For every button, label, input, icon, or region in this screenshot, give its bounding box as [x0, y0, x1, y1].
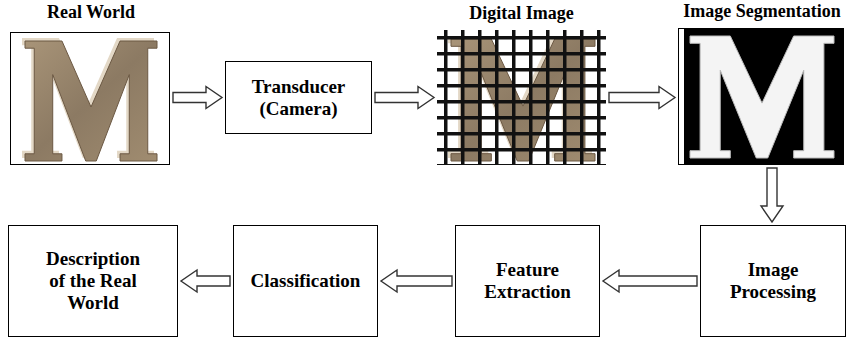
- pixel-grid: [437, 30, 606, 165]
- image-panel: Real World: [10, 32, 170, 165]
- flow-arrow: [381, 270, 452, 292]
- letter-m-figure: [22, 38, 157, 161]
- flow-arrow: [173, 87, 222, 109]
- box-label: Classification: [251, 270, 361, 292]
- panel-heading: Real World: [47, 3, 135, 23]
- box-label: Feature Extraction: [478, 259, 578, 303]
- process-box: Classification: [233, 225, 378, 337]
- segmented-m-figure: [678, 28, 844, 165]
- process-box: Feature Extraction: [455, 225, 600, 337]
- panel-heading: Image Segmentation: [683, 2, 840, 22]
- process-box: Description of the Real World: [8, 225, 178, 337]
- image-panel: Digital Image: [437, 30, 606, 165]
- box-label: Image Processing: [723, 259, 823, 303]
- digitized-m-figure: [437, 30, 606, 165]
- flow-arrow: [181, 270, 230, 292]
- box-label: Transducer (Camera): [243, 76, 355, 120]
- image-panel: Image Segmentation: [678, 28, 844, 165]
- flow-arrow: [761, 168, 783, 222]
- process-box: Transducer (Camera): [225, 61, 372, 134]
- flow-arrow: [375, 87, 434, 109]
- flow-arrow: [609, 87, 675, 109]
- panel-heading: Digital Image: [469, 4, 573, 24]
- box-label: Description of the Real World: [36, 248, 150, 314]
- process-box: Image Processing: [700, 225, 846, 337]
- flow-arrow: [603, 270, 697, 292]
